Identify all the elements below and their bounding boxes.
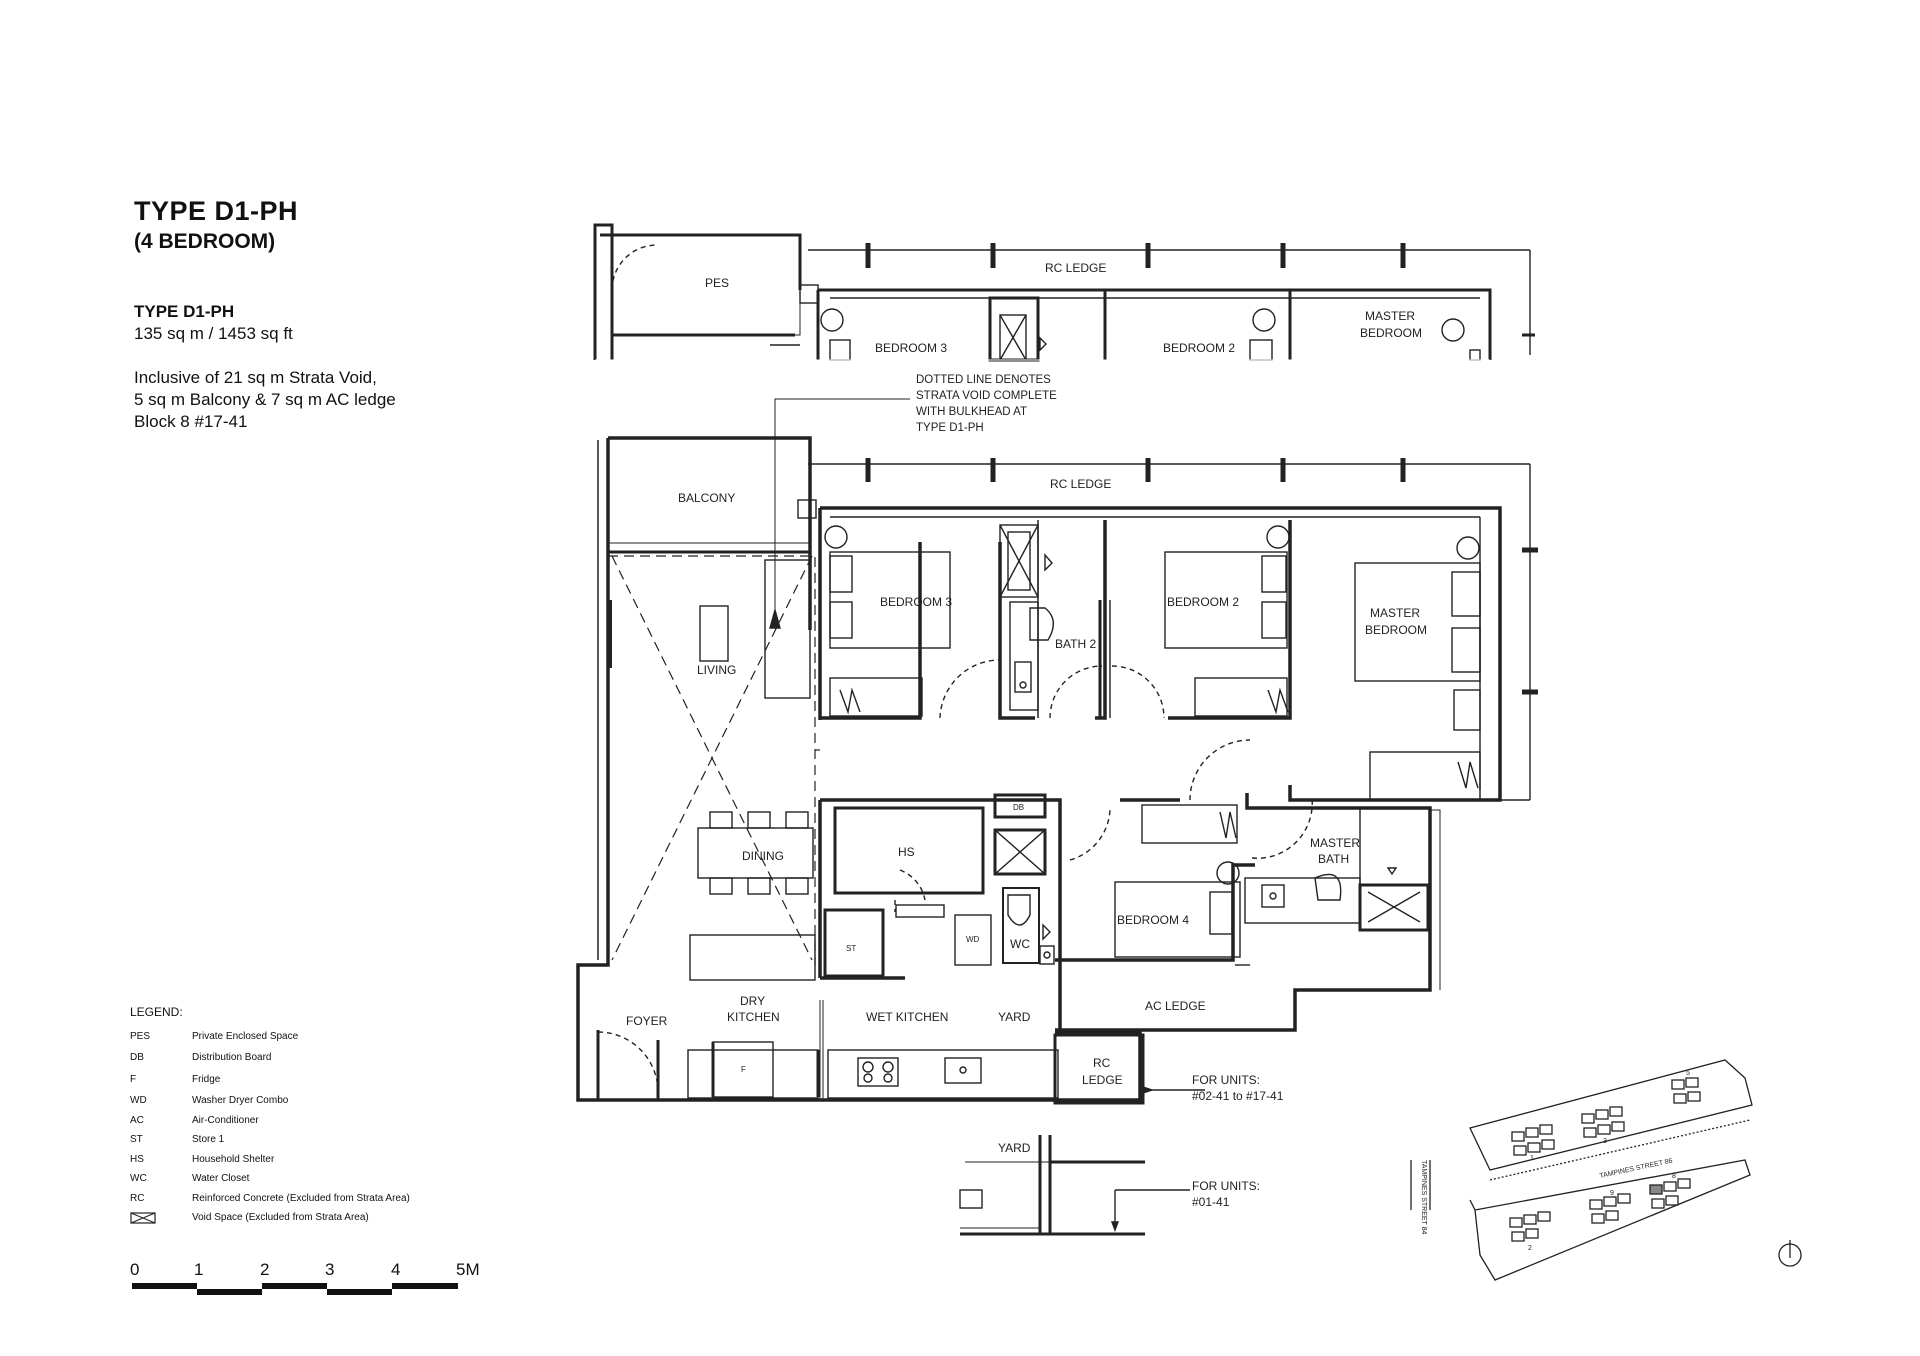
st-label: ST	[846, 944, 856, 953]
site-road-label: TAMPINES STREET 86	[1599, 1158, 1673, 1180]
block-cluster	[1511, 1124, 1555, 1156]
foyer-label: FOYER	[626, 1014, 668, 1028]
scale-label: 5M	[456, 1260, 480, 1279]
rc-ledge-small-label-2: LEDGE	[1082, 1073, 1123, 1087]
master-bath-label-2: BATH	[1318, 852, 1349, 866]
scale-bar-graphic	[132, 1283, 458, 1295]
units-note-2-line-2: #01-41	[1192, 1195, 1230, 1209]
upper-partial-plan	[593, 223, 1535, 362]
upper-rc-ledge-label: RC LEDGE	[1045, 261, 1106, 275]
upper-bedroom-label: BEDROOM	[1360, 326, 1422, 340]
wc-label: WC	[1010, 937, 1030, 951]
block-cluster	[1581, 1106, 1625, 1138]
scale-label: 0	[130, 1260, 140, 1279]
bedroom2-label: BEDROOM 2	[1167, 595, 1239, 609]
wd-label: WD	[966, 935, 980, 944]
note-line-3: Block 8 #17-41	[134, 412, 248, 431]
living-label: LIVING	[697, 663, 736, 677]
yard-detail-label: YARD	[998, 1141, 1031, 1155]
note-line-2: 5 sq m Balcony & 7 sq m AC ledge	[134, 390, 396, 409]
rc-ledge-small-label-1: RC	[1093, 1056, 1111, 1070]
hs-label: HS	[898, 845, 915, 859]
ac-ledge-label: AC LEDGE	[1145, 999, 1206, 1013]
dotted-note-line-4: TYPE D1-PH	[916, 422, 984, 434]
block-label: 8	[1672, 1173, 1676, 1180]
dotted-note-line-3: WITH BULKHEAD AT	[916, 406, 1027, 418]
legend-item: Void Space (Excluded from Strata Area)	[130, 1212, 450, 1226]
rc-ledge-label: RC LEDGE	[1050, 477, 1111, 491]
legend-title: LEGEND:	[130, 1005, 183, 1019]
upper-master-label: MASTER	[1365, 309, 1415, 323]
master-bedroom-label-2: BEDROOM	[1365, 623, 1427, 637]
balcony-label: BALCONY	[678, 491, 735, 505]
scale-label: 1	[194, 1260, 204, 1279]
units-note-1-line-1: FOR UNITS:	[1192, 1073, 1260, 1087]
master-bedroom-label-1: MASTER	[1370, 606, 1420, 620]
unit-type-name: TYPE D1-PH	[134, 302, 235, 321]
wet-kitchen-label: WET KITCHEN	[866, 1010, 948, 1024]
dining-label: DINING	[742, 849, 784, 863]
units-note-2-line-1: FOR UNITS:	[1192, 1179, 1260, 1193]
upper-bedroom2-label: BEDROOM 2	[1163, 341, 1235, 355]
block-label: 2	[1528, 1245, 1532, 1252]
yard-detail	[959, 1135, 1190, 1236]
bedroom4-label: BEDROOM 4	[1117, 913, 1189, 927]
fridge-label: F	[741, 1065, 746, 1074]
block-label: 3	[1603, 1138, 1607, 1145]
note-line-1: Inclusive of 21 sq m Strata Void,	[134, 368, 377, 387]
unit-area: 135 sq m / 1453 sq ft	[134, 324, 293, 343]
bedroom-count: (4 BEDROOM)	[134, 230, 276, 253]
dotted-note-line-1: DOTTED LINE DENOTES	[916, 374, 1051, 386]
yard-label: YARD	[998, 1010, 1031, 1024]
block-cluster	[1649, 1178, 1691, 1209]
master-bath-label-1: MASTER	[1310, 836, 1360, 850]
strata-void-outline	[608, 555, 820, 965]
block-label: 5	[1686, 1070, 1690, 1077]
block-cluster	[1589, 1193, 1631, 1224]
scale-label: 4	[391, 1260, 401, 1279]
scale-label: 2	[260, 1260, 270, 1279]
block-cluster	[1671, 1077, 1701, 1104]
bedroom3-label: BEDROOM 3	[880, 595, 952, 609]
main-plan-walls	[576, 436, 1502, 1102]
site-road-side-label: TAMPINES STREET 84	[1420, 1160, 1427, 1235]
upper-pes-label: PES	[705, 276, 729, 290]
db-label: DB	[1013, 803, 1024, 812]
dry-kitchen-label-2: KITCHEN	[727, 1010, 780, 1024]
void-space-icon	[130, 1212, 156, 1224]
dotted-note-line-2: STRATA VOID COMPLETE	[916, 390, 1057, 402]
unit-type-title: TYPE D1-PH	[134, 196, 299, 226]
block-cluster	[1509, 1211, 1551, 1242]
units-note-1-line-2: #02-41 to #17-41	[1192, 1089, 1284, 1103]
dry-kitchen-label-1: DRY	[740, 994, 765, 1008]
bath2-label: BATH 2	[1055, 637, 1096, 651]
block-label: 1	[1530, 1155, 1534, 1162]
block-label: 9	[1610, 1190, 1614, 1197]
scale-label: 3	[325, 1260, 335, 1279]
site-key-plan: TAMPINES STREET 86 TAMPINES STREET 84 1 …	[1410, 1059, 1802, 1281]
upper-bedroom3-label: BEDROOM 3	[875, 341, 947, 355]
